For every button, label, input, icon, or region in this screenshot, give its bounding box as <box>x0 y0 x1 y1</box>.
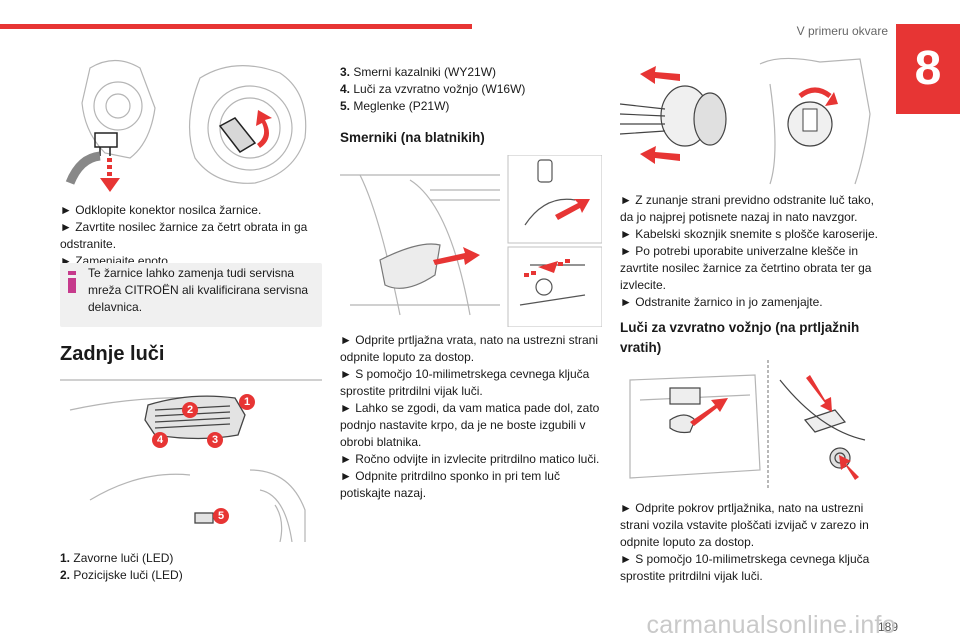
step-text: ► Lahko se zgodi, da vam matica pade dol… <box>340 401 600 449</box>
step-text: ► Odprite pokrov prtljažnika, nato na us… <box>620 501 869 549</box>
list-item: 5. Meglenke (P21W) <box>340 99 450 113</box>
step-text: ► Kabelski skoznjik snemite s plošče kar… <box>620 227 878 241</box>
step-text: ► Odprite prtljažna vrata, nato na ustre… <box>340 333 598 364</box>
page-number: 189 <box>877 620 898 634</box>
step-text: ► Odklopite konektor nosilca žarnice. <box>60 203 262 217</box>
rear-lights-illustration: 1 2 3 4 5 <box>60 370 322 542</box>
step-text: ► Po potrebi uporabite univerzalne klešč… <box>620 244 872 292</box>
info-icon <box>68 271 76 293</box>
turn-signal-illustration <box>340 155 602 327</box>
step-text: ► Zavrtite nosilec žarnice za četrt obra… <box>60 220 308 251</box>
header-bar <box>0 24 472 29</box>
bulb-connector-illustration <box>60 48 322 198</box>
section-title: Zadnje luči <box>60 343 165 365</box>
lamp-removal-illustration <box>620 54 885 186</box>
callout-badge: 5 <box>213 508 229 524</box>
list-item: 2. Pozicijske luči (LED) <box>60 568 183 582</box>
list-item: 1. Zavorne luči (LED) <box>60 551 174 565</box>
callout-badge: 3 <box>207 432 223 448</box>
step-text: ► Odpnite pritrdilno sponko in pri tem l… <box>340 469 560 500</box>
step-text: ► Z zunanje strani previdno odstranite l… <box>620 193 875 224</box>
step-text: ► S pomočjo 10-milimetrskega cevnega klj… <box>340 367 590 398</box>
step-text: ► S pomočjo 10-milimetrskega cevnega klj… <box>620 552 870 583</box>
callout-badge: 4 <box>152 432 168 448</box>
info-note-text: Te žarnice lahko zamenja tudi servisna m… <box>88 266 309 314</box>
callout-badge: 2 <box>182 402 198 418</box>
info-note: Te žarnice lahko zamenja tudi servisna m… <box>60 263 322 327</box>
list-item: 3. Smerni kazalniki (WY21W) <box>340 65 497 79</box>
reversing-light-illustration <box>620 360 885 488</box>
subsection-title: Luči za vzvratno vožnjo (na prtljažnih v… <box>620 320 860 355</box>
page-header-title: V primeru okvare <box>796 24 888 38</box>
watermark: carmanualsonline.info <box>646 611 896 639</box>
step-text: ► Odstranite žarnico in jo zamenjajte. <box>620 295 823 309</box>
subsection-title: Smerniki (na blatnikih) <box>340 130 485 145</box>
chapter-tab[interactable]: 8 <box>896 24 960 114</box>
step-text: ► Ročno odvijte in izvlecite pritrdilno … <box>340 452 600 466</box>
callout-badge: 1 <box>239 394 255 410</box>
list-item: 4. Luči za vzvratno vožnjo (W16W) <box>340 82 526 96</box>
